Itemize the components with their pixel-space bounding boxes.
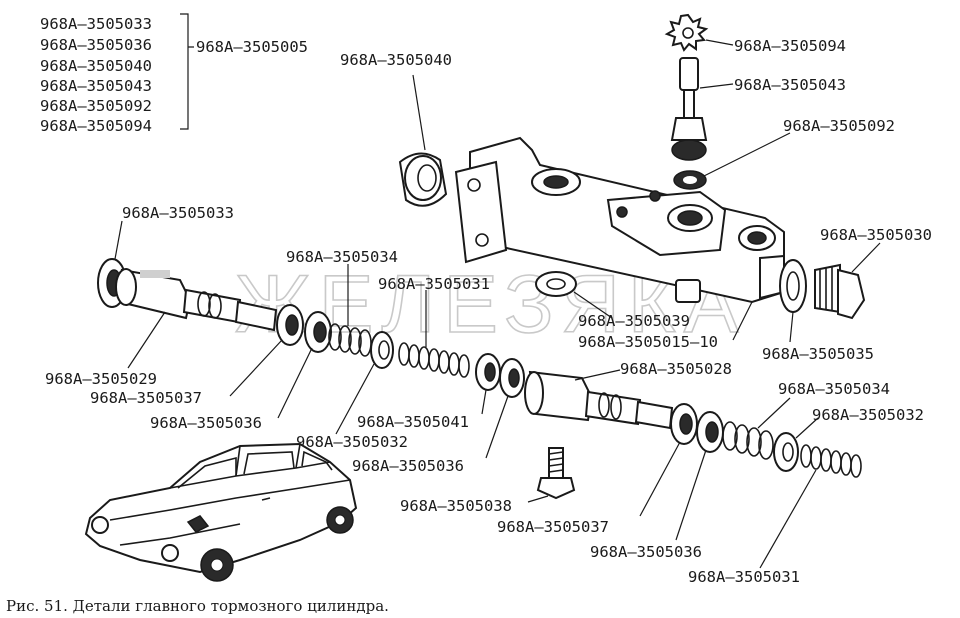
piston2-part [524, 369, 674, 430]
plug-washer-part [779, 259, 807, 343]
kit-item: 968А–3505033 [40, 15, 152, 33]
cup2-part [277, 311, 332, 419]
kit-item: 968А–3505040 [40, 57, 152, 75]
cup3-label: 968А–3505036 [352, 457, 464, 475]
spring-top2-label: 968А–3505031 [378, 275, 490, 293]
figure-caption: Рис. 51. Детали главного тормозного цили… [6, 597, 389, 615]
ring-label: 968А–3505041 [357, 413, 469, 431]
kit-item: 968А–3505094 [40, 117, 152, 135]
valve-washer-part [673, 132, 791, 190]
cup1-label: 968А–3505037 [90, 389, 202, 407]
spring-end-label: 968А–3505031 [688, 568, 800, 586]
plug-washer-label: 968А–3505035 [762, 345, 874, 363]
kit-item: 968А–3505092 [40, 97, 152, 115]
cup-r2-part [675, 411, 724, 541]
car-illustration [84, 442, 358, 582]
spring-end-part [759, 444, 862, 569]
valve-part [670, 57, 734, 161]
cup3-part [485, 358, 525, 459]
valve-washer-label: 968А–3505092 [783, 117, 895, 135]
cup-r2-label: 968А–3505036 [590, 543, 702, 561]
spring-top-label: 968А–3505034 [286, 248, 398, 266]
piston1-part [115, 268, 278, 369]
washer-r-part [773, 417, 819, 472]
kit-item: 968А–3505036 [40, 36, 152, 54]
seal-cap-part [398, 74, 448, 207]
plug-label: 968А–3505030 [820, 226, 932, 244]
kit-list: 968А–3505033 968А–3505036 968А–3505040 9… [40, 13, 308, 135]
spring-right-label: 968А–3505034 [778, 380, 890, 398]
bolt-label: 968А–3505038 [400, 497, 512, 515]
star-washer-label: 968А–3505094 [734, 37, 846, 55]
cup-r1-part [639, 403, 698, 517]
kit-bracket [180, 13, 194, 130]
cylinder-body-label: 968А–3505015–10 [578, 333, 718, 351]
cup1-part [229, 304, 304, 397]
body-washer-part [535, 271, 613, 319]
cup2-label: 968А–3505036 [150, 414, 262, 432]
left-boot-label: 968А–3505033 [122, 204, 234, 222]
washer-r-label: 968А–3505032 [812, 406, 924, 424]
seal-cap-label: 968А–3505040 [340, 51, 452, 69]
spring2-part [398, 290, 470, 378]
cup-r1-label: 968А–3505037 [497, 518, 609, 536]
bolt-part [527, 447, 576, 503]
piston1-label: 968А–3505029 [45, 370, 157, 388]
plug-part [814, 242, 881, 320]
washer2-part [335, 331, 394, 435]
spring-right-part [722, 397, 791, 460]
valve-label: 968А–3505043 [734, 76, 846, 94]
washer2-label: 968А–3505032 [296, 433, 408, 451]
body-washer-label: 968А–3505039 [578, 312, 690, 330]
kit-item: 968А–3505043 [40, 77, 152, 95]
piston2-label: 968А–3505028 [620, 360, 732, 378]
kit-assembly-label: 968А–3505005 [196, 38, 308, 56]
cylinder-body-part [454, 136, 785, 304]
ring-part [475, 353, 501, 415]
star-washer-part [664, 13, 734, 52]
